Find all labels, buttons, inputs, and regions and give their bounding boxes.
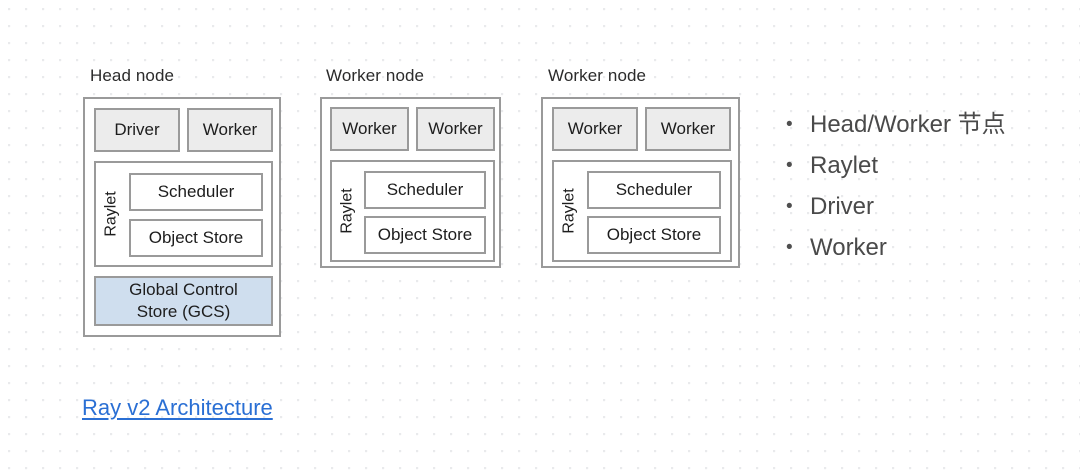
raylet-label-worker-2: Raylet: [561, 188, 579, 234]
bullet-marker-icon: •: [786, 114, 793, 135]
raylet-scheduler-worker-1[interactable]: Scheduler: [364, 171, 486, 209]
bullet-marker-icon: •: [786, 155, 793, 176]
raylet-container-head: Raylet Scheduler Object Store: [94, 161, 273, 267]
gcs-box[interactable]: Global Control Store (GCS): [94, 276, 273, 326]
raylet-scheduler-head[interactable]: Scheduler: [129, 173, 263, 211]
node-container-head: Driver Worker Raylet Scheduler Object St…: [83, 97, 281, 337]
bullet-text-3: Driver: [810, 193, 874, 220]
node-container-worker-2: Worker Worker Raylet Scheduler Object St…: [541, 97, 740, 268]
ray-architecture-link[interactable]: Ray v2 Architecture: [82, 395, 273, 420]
bullet-list: • Head/Worker 节点 • Raylet • Driver • Wor…: [786, 108, 1076, 272]
process-box-worker[interactable]: Worker: [187, 108, 273, 152]
raylet-container-worker-1: Raylet Scheduler Object Store: [330, 160, 495, 262]
process-row-head: Driver Worker: [94, 108, 273, 152]
raylet-container-worker-2: Raylet Scheduler Object Store: [552, 160, 732, 262]
bullet-marker-icon: •: [786, 196, 793, 217]
raylet-scheduler-worker-2[interactable]: Scheduler: [587, 171, 721, 209]
node-title-worker-1: Worker node: [326, 66, 425, 85]
list-item: • Worker: [786, 231, 1076, 272]
process-row-worker-1: Worker Worker: [330, 107, 495, 151]
process-box-driver[interactable]: Driver: [94, 108, 180, 152]
raylet-object-store-worker-2[interactable]: Object Store: [587, 216, 721, 254]
list-item: • Head/Worker 节点: [786, 108, 1076, 149]
raylet-object-store-head[interactable]: Object Store: [129, 219, 263, 257]
node-title-worker-2: Worker node: [548, 66, 647, 85]
process-row-worker-2: Worker Worker: [552, 107, 731, 151]
raylet-object-store-worker-1[interactable]: Object Store: [364, 216, 486, 254]
list-item: • Driver: [786, 190, 1076, 231]
list-item: • Raylet: [786, 149, 1076, 190]
gcs-line-2: Store (GCS): [136, 302, 231, 321]
process-box-worker-2b[interactable]: Worker: [645, 107, 731, 151]
bullet-marker-icon: •: [786, 237, 793, 258]
gcs-line-1: Global Control: [129, 280, 238, 299]
node-container-worker-1: Worker Worker Raylet Scheduler Object St…: [320, 97, 501, 268]
bullet-text-4: Worker: [810, 234, 887, 261]
process-box-worker-2a[interactable]: Worker: [552, 107, 638, 151]
node-title-head: Head node: [90, 66, 175, 85]
bullet-text-2: Raylet: [810, 152, 879, 179]
raylet-label-head: Raylet: [103, 191, 121, 237]
bullet-text-1: Head/Worker 节点: [810, 111, 1006, 138]
process-box-worker-1b[interactable]: Worker: [416, 107, 495, 151]
raylet-label-worker-1: Raylet: [339, 188, 357, 234]
process-box-worker-1a[interactable]: Worker: [330, 107, 409, 151]
